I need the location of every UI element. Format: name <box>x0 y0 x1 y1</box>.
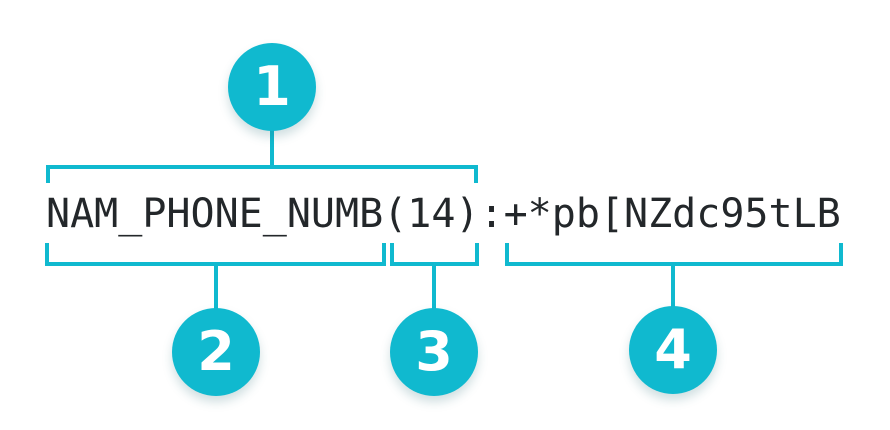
bracket-full-field <box>46 165 478 183</box>
marker-1-badge: 1 <box>228 43 316 131</box>
token-value: +*pb[NZdc95tLB <box>503 191 841 237</box>
token-field-name: NAM_PHONE_NUMB <box>46 191 384 237</box>
token-length: (14) <box>383 191 480 237</box>
marker-3-label: 3 <box>415 320 453 383</box>
marker-1-connector-line <box>270 120 274 166</box>
marker-3-badge: 3 <box>390 308 478 396</box>
marker-1-label: 1 <box>253 55 291 118</box>
token-string: NAM_PHONE_NUMB(14):+*pb[NZdc95tLB <box>46 190 841 238</box>
marker-4-badge: 4 <box>629 306 717 394</box>
marker-4-label: 4 <box>654 318 692 381</box>
marker-2-connector-line <box>214 262 218 312</box>
marker-2-label: 2 <box>197 320 235 383</box>
token-separator: : <box>479 191 504 237</box>
marker-4-connector-line <box>671 262 675 310</box>
marker-3-connector-line <box>432 262 436 312</box>
marker-2-badge: 2 <box>172 308 260 396</box>
